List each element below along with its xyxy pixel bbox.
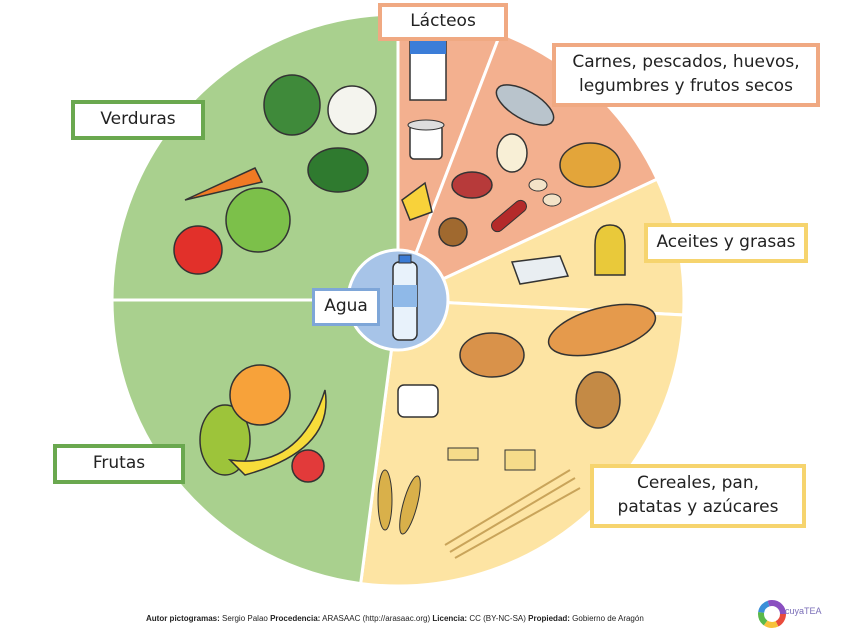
yogurt-icon xyxy=(407,119,445,160)
steak-icon xyxy=(451,171,493,199)
carrot-icon xyxy=(184,167,264,201)
licencia: CC (BY-NC-SA) xyxy=(469,614,526,623)
label-aceites: Aceites y grasas xyxy=(644,223,808,263)
label-carnes: Carnes, pescados, huevos, legumbres y fr… xyxy=(552,43,820,107)
croissant-icon xyxy=(459,332,525,378)
segment-cereales xyxy=(358,298,686,588)
fish-icon xyxy=(495,84,555,126)
peach-icon xyxy=(229,364,291,426)
logo: cuyaTEA xyxy=(758,596,838,632)
butter-icon xyxy=(510,255,570,285)
segment-frutas xyxy=(110,298,400,586)
rice-bowl-icon xyxy=(397,384,439,418)
cauliflower-icon xyxy=(327,85,377,135)
autor: Sergio Palao xyxy=(222,614,268,623)
egg-icon xyxy=(496,133,528,173)
potato-icon xyxy=(575,371,621,429)
procedencia-label: Procedencia: xyxy=(270,614,321,623)
procedencia: ARASAAC (http://arasaac.org) xyxy=(322,614,431,623)
label-verduras: Verduras xyxy=(71,100,205,140)
cheese-icon xyxy=(401,181,433,221)
sausage-icon xyxy=(491,199,527,233)
strawberry-icon xyxy=(291,449,325,483)
wheat-icon xyxy=(377,469,421,535)
chicken-icon xyxy=(559,142,621,188)
oil-bottle-icon xyxy=(594,224,626,276)
spaghetti-icon xyxy=(444,469,581,559)
credits-footer: Autor pictogramas: Sergio Palao Proceden… xyxy=(146,614,644,623)
autor-label: Autor pictogramas: xyxy=(146,614,220,623)
lettuce-icon xyxy=(225,187,291,253)
label-cereales: Cereales, pan, patatas y azúcares xyxy=(590,464,806,528)
chard-icon xyxy=(263,74,321,136)
logo-text: cuyaTEA xyxy=(785,606,822,616)
pasta-icon xyxy=(447,447,536,471)
milk-carton-icon xyxy=(409,39,447,101)
propiedad: Gobierno de Aragón xyxy=(572,614,644,623)
label-lacteos: Lácteos xyxy=(378,3,508,41)
licencia-label: Licencia: xyxy=(432,614,468,623)
propiedad-label: Propiedad: xyxy=(528,614,570,623)
spinach-icon xyxy=(307,147,369,193)
walnut-icon xyxy=(438,217,468,247)
pear-icon xyxy=(199,404,251,476)
tomato-icon xyxy=(173,225,223,275)
segment-verduras xyxy=(110,12,400,302)
banana-icon xyxy=(227,389,327,476)
logo-ring-icon xyxy=(758,600,786,628)
water-bottle-icon xyxy=(392,254,418,341)
bread-icon xyxy=(547,303,657,357)
label-agua: Agua xyxy=(312,288,380,326)
label-frutas: Frutas xyxy=(53,444,185,484)
beans-icon xyxy=(528,178,562,207)
